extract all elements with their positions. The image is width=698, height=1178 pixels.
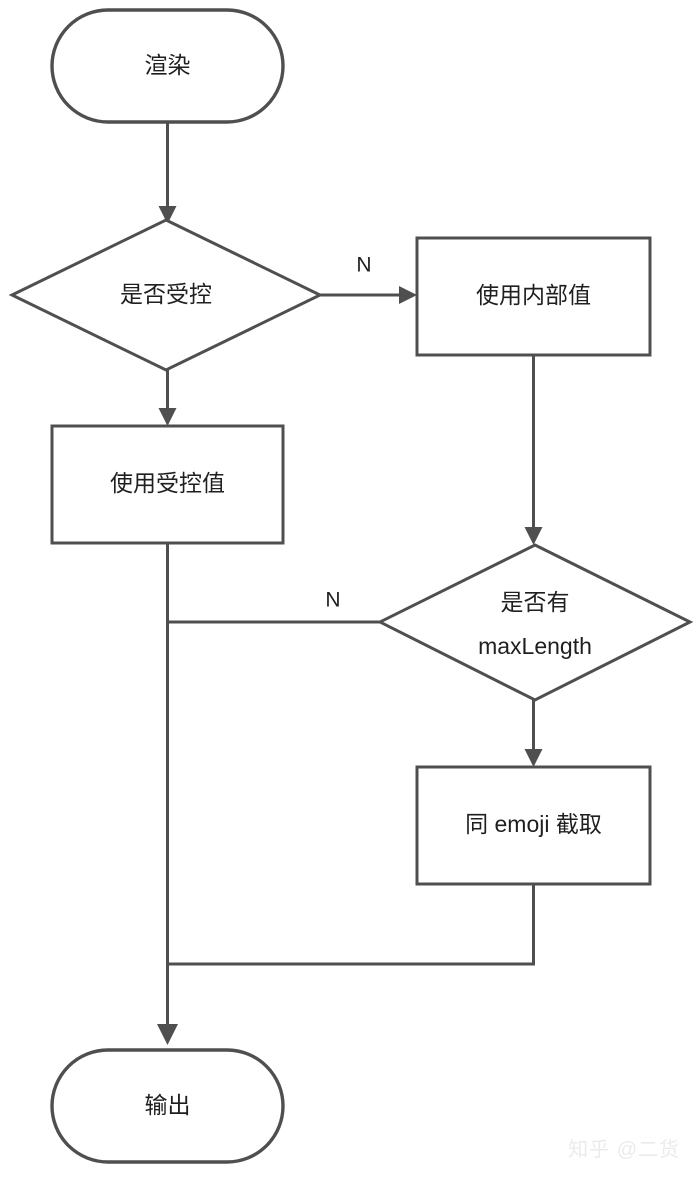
arrow-head-icon [158,408,177,426]
node-shape-rect [415,236,652,357]
node-shape-diamond [376,543,694,702]
edge-has-maxlength-to-emoji-trunc [524,700,543,767]
node-label-output: 输出 [145,1092,191,1118]
arrow-head-icon [158,206,177,224]
watermark: 知乎 @二货 [568,1139,680,1161]
edge-label-n-mid: N [325,589,340,612]
arrow-head-icon [399,286,417,304]
arrow-head-icon [157,1024,178,1045]
arrow-head-icon [524,527,543,545]
node-is-controlled[interactable]: 是否受控 [8,218,324,372]
node-shape-stadium [50,8,285,124]
edge-label-n-top: N [356,254,371,277]
node-shape-rect [50,424,285,545]
edge-ctrl-value-to-output [157,543,178,1045]
node-label-render: 渲染 [145,52,191,78]
edge-render-to-controlled [158,122,177,224]
edge-controlled-to-inner-value [320,286,417,304]
node-has-maxlength[interactable]: 是否有 maxLength [376,543,694,702]
edge-inner-value-to-has-maxlength [524,355,543,545]
node-label-emoji-truncate: 同 emoji 截取 [465,811,602,837]
node-label-is-controlled: 是否受控 [120,281,212,307]
node-shape-stadium [50,1048,285,1164]
node-shape-rect [415,765,652,886]
node-emoji-truncate[interactable]: 同 emoji 截取 [415,765,652,886]
node-shape-diamond [8,218,324,372]
edge-controlled-to-ctrl-value [158,370,177,426]
node-label-has-maxlength-line1: 是否有 [501,589,570,615]
node-label-has-maxlength-line2: maxLength [478,633,592,659]
node-use-controlled-value[interactable]: 使用受控值 [50,424,285,545]
node-output[interactable]: 输出 [50,1048,285,1164]
edge-line [167,884,535,966]
arrow-head-icon [524,749,543,767]
node-render[interactable]: 渲染 [50,8,285,124]
edge-emoji-trunc-to-output [167,884,535,966]
node-label-use-controlled-value: 使用受控值 [110,470,225,496]
node-label-use-inner-value: 使用内部值 [476,282,591,308]
node-use-inner-value[interactable]: 使用内部值 [415,236,652,357]
